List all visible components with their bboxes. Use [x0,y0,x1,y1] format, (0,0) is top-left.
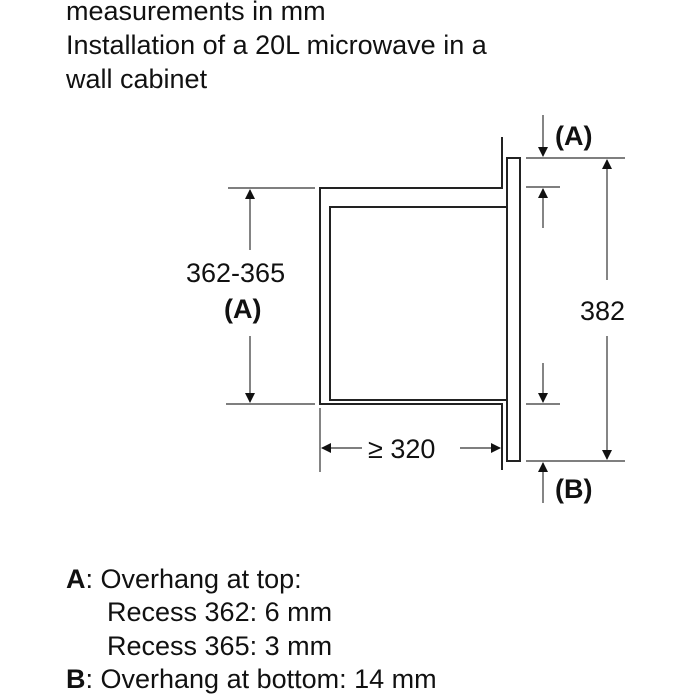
title-line-1: measurements in mm [66,0,326,26]
front-height-label: 382 [580,296,625,326]
title-line-3: wall cabinet [66,64,208,94]
recess-height-ref: (A) [224,294,261,324]
legend-b-text: : Overhang at bottom: 14 mm [85,664,437,694]
microwave-front-panel [506,157,521,462]
bottom-overhang-ref: (B) [555,474,592,504]
cabinet-outline [319,137,503,470]
recess-height-label: 362-365 [186,258,285,288]
legend-a-key: A [66,564,86,594]
legend-a-text: : Overhang at top: [85,564,302,594]
top-overhang-ref: (A) [555,121,592,151]
depth-label: ≥ 320 [368,434,435,464]
microwave-body [329,206,507,401]
legend-a-line-2: Recess 362: 6 mm [107,597,333,627]
title-line-2: Installation of a 20L microwave in a [66,30,487,60]
legend-a-line-3: Recess 365: 3 mm [107,631,333,661]
legend-b: B: Overhang at bottom: 14 mm [66,664,437,695]
legend-a: A: Overhang at top: [66,564,302,595]
legend-b-key: B [66,664,86,694]
